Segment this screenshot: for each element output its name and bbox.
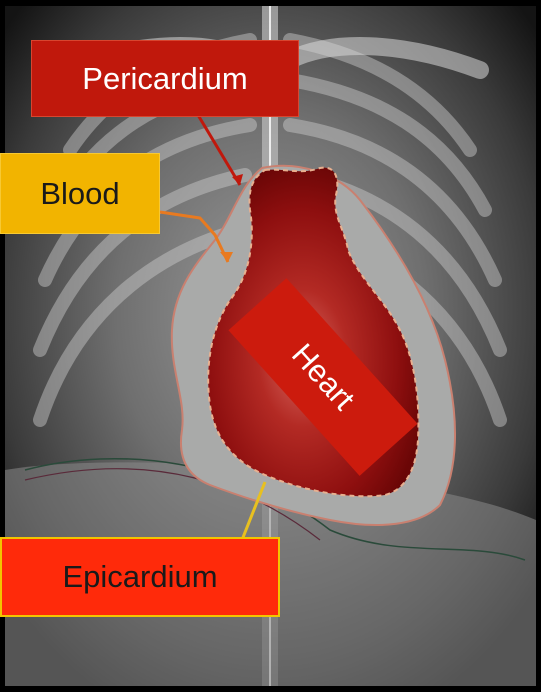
pericardium-label: Pericardium xyxy=(31,40,299,117)
epicardium-label: Epicardium xyxy=(0,537,280,617)
blood-label: Blood xyxy=(0,153,160,234)
